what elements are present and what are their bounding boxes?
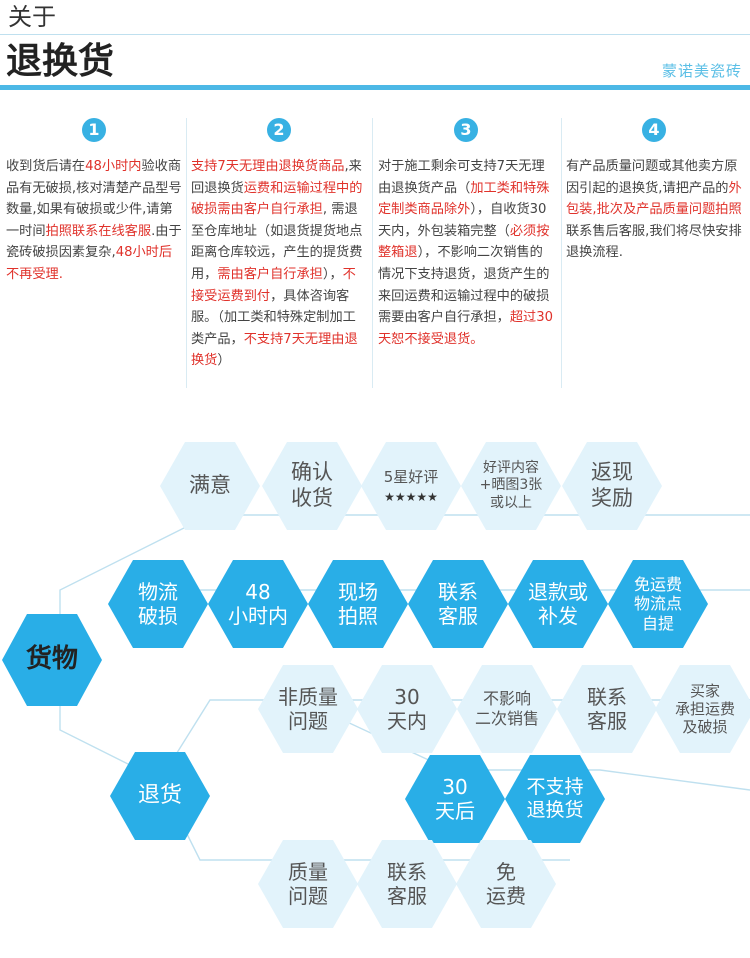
hex-label: 不支持 退换货: [526, 775, 584, 821]
highlight-text: 运费和运输过程中的破损需由客户自行承担: [191, 180, 363, 218]
hex-within-30-days: 30 天内: [357, 665, 457, 753]
body-text: 对于施工剩余可支持7天无理由退换货产品（: [378, 159, 545, 196]
highlight-text: 不支持7天无理由退换货: [191, 331, 358, 369]
hex-label: 质量 问题: [288, 859, 328, 908]
hex-label: 满意: [189, 473, 231, 498]
body-text: ），: [322, 266, 343, 282]
body-text: ,来回退换货: [191, 159, 362, 196]
hex-shipping-damage: 物流 破损: [108, 560, 208, 648]
highlight-text: 48小时后不再受理.: [6, 245, 173, 282]
policy-text-4: 有产品质量问题或其他卖方原因引起的退换货,请把产品的外包装,批次及产品质量问题拍…: [566, 156, 746, 264]
hex-label: 买家 承担运费 及破损: [674, 681, 735, 737]
highlight-text: 拍照联系在线客服: [45, 223, 152, 239]
hex-label: 货物: [25, 644, 78, 675]
hex-no-return-exchange: 不支持 退换货: [505, 755, 605, 843]
hex-cashback-reward: 返现 奖励: [562, 442, 662, 530]
body-text: , 需退至仓库地址（如退货提货地点距离仓库较远，产生的提货费用，: [191, 202, 363, 282]
body-text: ），不影响二次销售的情况下支持退货，退货产生的来回运费和运输过程中的破损需要由客…: [378, 245, 550, 326]
hex-return: 退货: [110, 752, 210, 840]
highlight-text: 外包装,批次及产品质量问题拍照: [566, 180, 742, 218]
body-text: 有产品质量问题或其他卖方原因引起的退换货,请把产品的: [566, 159, 738, 196]
hex-free-freight: 免 运费: [456, 840, 556, 928]
hex-label: 联系 客服: [438, 579, 478, 628]
hex-label: 返现 奖励: [591, 460, 633, 510]
hex-label: 48 小时内: [228, 579, 288, 628]
hex-label: 退款或 补发: [528, 579, 588, 628]
hex-contact-service: 联系 客服: [357, 840, 457, 928]
header-divider-thick: [0, 85, 750, 90]
hex-label: 非质量 问题: [278, 684, 338, 733]
body-text: 收到货后请在: [6, 159, 86, 174]
body-text: ，具体咨询客服。（加工类和特殊定制加工类产品，: [191, 288, 356, 347]
policy-column-4: 4 有产品质量问题或其他卖方原因引起的退换货,请把产品的外包装,批次及产品质量问…: [566, 118, 746, 388]
policy-column-1: 1 收到货后请在48小时内验收商品有无破损,核对清楚产品型号数量,如果有破损或少…: [6, 118, 182, 388]
step-number-4: 4: [642, 118, 666, 142]
hex-label: 现场 拍照: [338, 579, 378, 628]
policy-column-2: 2 支持7天无理由退换货商品,来回退换货运费和运输过程中的破损需由客户自行承担,…: [191, 118, 367, 388]
body-text: ）: [217, 353, 231, 369]
hex-refund-or-reship: 退款或 补发: [508, 560, 608, 648]
hex-non-quality-issue: 非质量 问题: [258, 665, 358, 753]
step-number-1: 1: [82, 118, 106, 142]
hex-label: 免 运费: [486, 859, 526, 908]
five-stars-icon: ★★★★★: [384, 489, 438, 504]
hex-within-48h: 48 小时内: [208, 560, 308, 648]
highlight-text: 必须按整箱退: [378, 223, 550, 261]
policy-column-3: 3 对于施工剩余可支持7天无理由退换货产品（加工类和特殊定制类商品除外），自收货…: [378, 118, 556, 388]
highlight-text: 超过30天恕不接受退货。: [378, 310, 554, 347]
highlight-text: 不接受运费到付: [191, 266, 356, 304]
hex-quality-issue: 质量 问题: [258, 840, 358, 928]
highlight-text: 48小时内: [85, 159, 142, 174]
hex-contact-service: 联系 客服: [557, 665, 657, 753]
column-divider: [186, 118, 187, 388]
column-divider: [561, 118, 562, 388]
step-number-2: 2: [267, 118, 291, 142]
hex-onsite-photo: 现场 拍照: [308, 560, 408, 648]
hex-no-resale-impact: 不影响 二次销售: [457, 665, 557, 753]
brand-name: 蒙诺美瓷砖: [661, 62, 742, 80]
hex-label: 30 天内: [387, 684, 427, 733]
highlight-text: 支持7天无理由退换货商品: [191, 159, 345, 174]
hex-free-shipping-pickup: 免运费 物流点 自提: [608, 560, 708, 648]
policy-text-1: 收到货后请在48小时内验收商品有无破损,核对清楚产品型号数量,如果有破损或少件,…: [6, 156, 182, 286]
body-text: ），自收货30天内，外包装箱完整（: [378, 202, 547, 239]
header-divider-thin: [0, 34, 750, 35]
hex-label: 不影响 二次销售: [474, 689, 539, 728]
hex-label: 30 天后: [435, 774, 475, 823]
hex-label: 好评内容 +晒图3张 或以上: [479, 460, 543, 511]
highlight-text: 加工类和特殊定制类商品除外: [378, 180, 550, 218]
hex-label: 确认 收货: [291, 460, 333, 510]
body-text: .由于瓷砖破损因素复杂,: [6, 223, 182, 261]
body-text: 验收商品有无破损,核对清楚产品型号数量,如果有破损或少件,请第一时间: [6, 159, 182, 239]
highlight-text: 需由客户自行承担: [217, 266, 323, 282]
hex-label: 退货: [137, 782, 182, 808]
page-title: 退换货: [6, 41, 115, 82]
hex-label: 物流 破损: [138, 579, 178, 628]
policy-text-2: 支持7天无理由退换货商品,来回退换货运费和运输过程中的破损需由客户自行承担, 需…: [191, 156, 367, 372]
hex-label: 联系 客服: [587, 684, 627, 733]
body-text: 联系售后客服,我们将尽快安排退换流程.: [566, 223, 742, 261]
hex-label: 联系 客服: [387, 859, 427, 908]
hex-after-30-days: 30 天后: [405, 755, 505, 843]
hex-label: 免运费 物流点 自提: [633, 574, 682, 633]
hex-label: 5星好评: [383, 468, 439, 487]
header-about: 关于: [8, 3, 56, 31]
step-number-3: 3: [454, 118, 478, 142]
policy-text-3: 对于施工剩余可支持7天无理由退换货产品（加工类和特殊定制类商品除外），自收货30…: [378, 156, 556, 350]
hex-contact-service: 联系 客服: [408, 560, 508, 648]
column-divider: [372, 118, 373, 388]
